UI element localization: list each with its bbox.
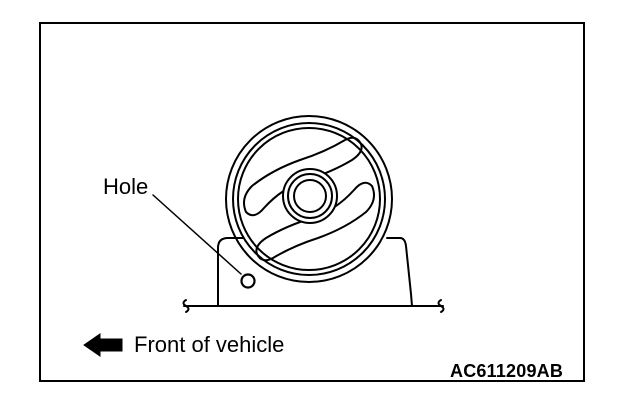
hole-leader-line: [152, 194, 242, 275]
insulator-outer-ring: [225, 115, 393, 283]
insulator-inner-ring: [237, 127, 381, 271]
ground-line: [182, 299, 445, 313]
rubber-slot-lower: [255, 181, 375, 262]
front-of-vehicle-label: Front of vehicle: [134, 332, 285, 357]
left-arrow-icon: [83, 333, 123, 357]
center-bush-middle: [287, 173, 333, 219]
center-bush-inner: [293, 179, 327, 213]
hole-label: Hole: [103, 174, 149, 199]
rubber-slot-upper: [243, 136, 363, 217]
mount-bracket: [217, 237, 413, 307]
center-bush-outer: [282, 168, 338, 224]
insulator-middle-ring: [232, 122, 386, 276]
figure-code: AC611209AB: [450, 361, 564, 381]
bracket-hole: [240, 273, 256, 289]
